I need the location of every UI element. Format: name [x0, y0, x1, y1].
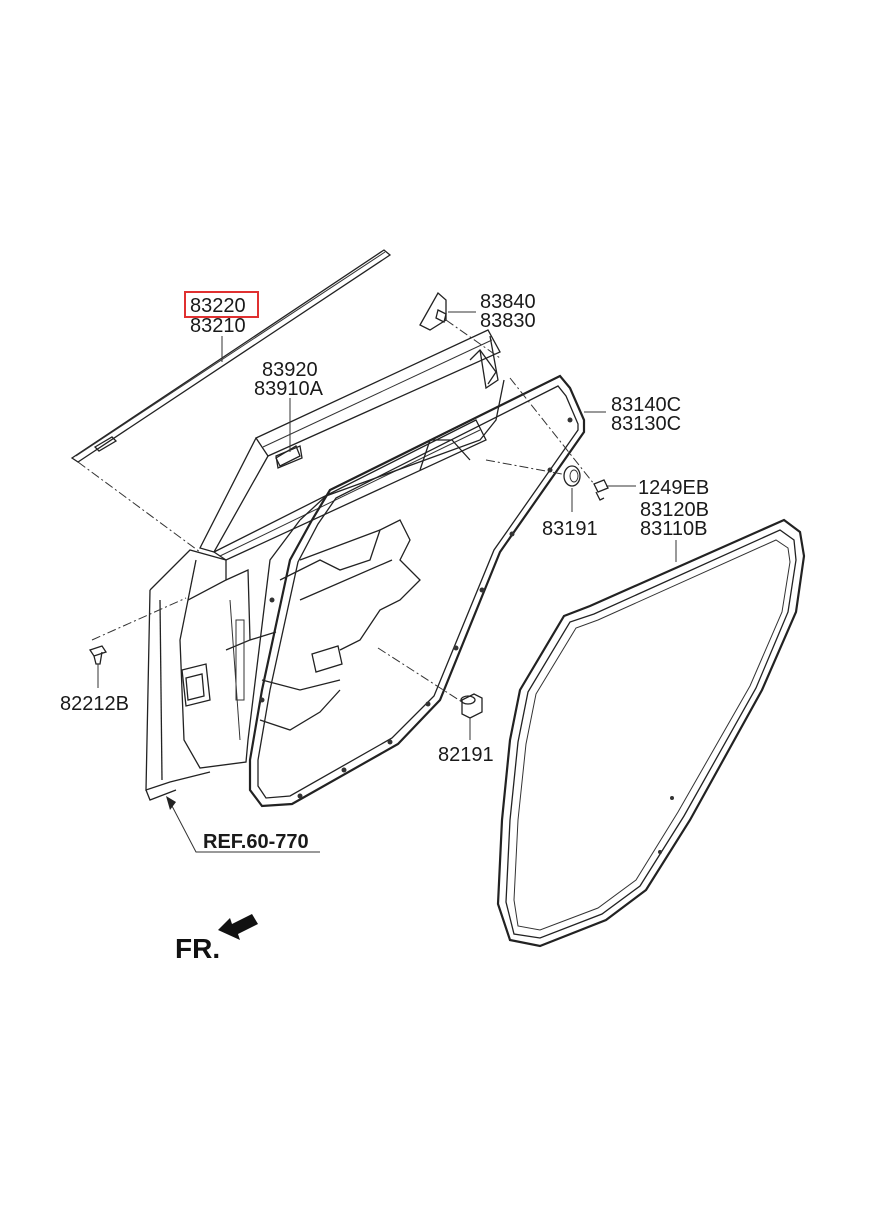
clip-82212B [88, 645, 108, 665]
grommet-83910A [275, 445, 303, 469]
label-82191: 82191 [438, 744, 494, 766]
plug-82191 [460, 693, 483, 719]
label-83910A: 83910A [254, 378, 324, 400]
door-weatherstrip [248, 374, 586, 808]
label-83830: 83830 [480, 310, 536, 332]
highlight-box [184, 291, 259, 318]
delta-moulding-part [419, 291, 447, 331]
door-inner-panel [145, 379, 505, 801]
label-83191: 83191 [542, 518, 598, 540]
label-83140C: 83140C [611, 394, 681, 416]
label-83920: 83920 [262, 359, 318, 381]
door-frame [199, 329, 501, 561]
label-83130C: 83130C [611, 413, 681, 435]
plug-83191 [563, 465, 581, 487]
front-label: FR. [175, 933, 220, 964]
assembly-guide-lines [77, 319, 595, 703]
front-direction-indicator: FR. [175, 914, 258, 964]
front-arrow-icon [218, 914, 258, 940]
label-83120B: 83120B [640, 499, 709, 521]
leader-lines [97, 311, 677, 853]
label-83210: 83210 [190, 315, 246, 337]
label-1249EB: 1249EB [638, 477, 709, 499]
body-weatherstrip [496, 518, 806, 948]
label-83220: 83220 [190, 295, 246, 317]
label-83110B: 83110B [640, 518, 707, 540]
reference-label: REF.60-770 [203, 831, 309, 853]
label-82212B: 82212B [60, 693, 129, 715]
belt-moulding-part [70, 249, 392, 463]
label-83840: 83840 [480, 291, 536, 313]
bolt-1249EB [593, 479, 609, 501]
